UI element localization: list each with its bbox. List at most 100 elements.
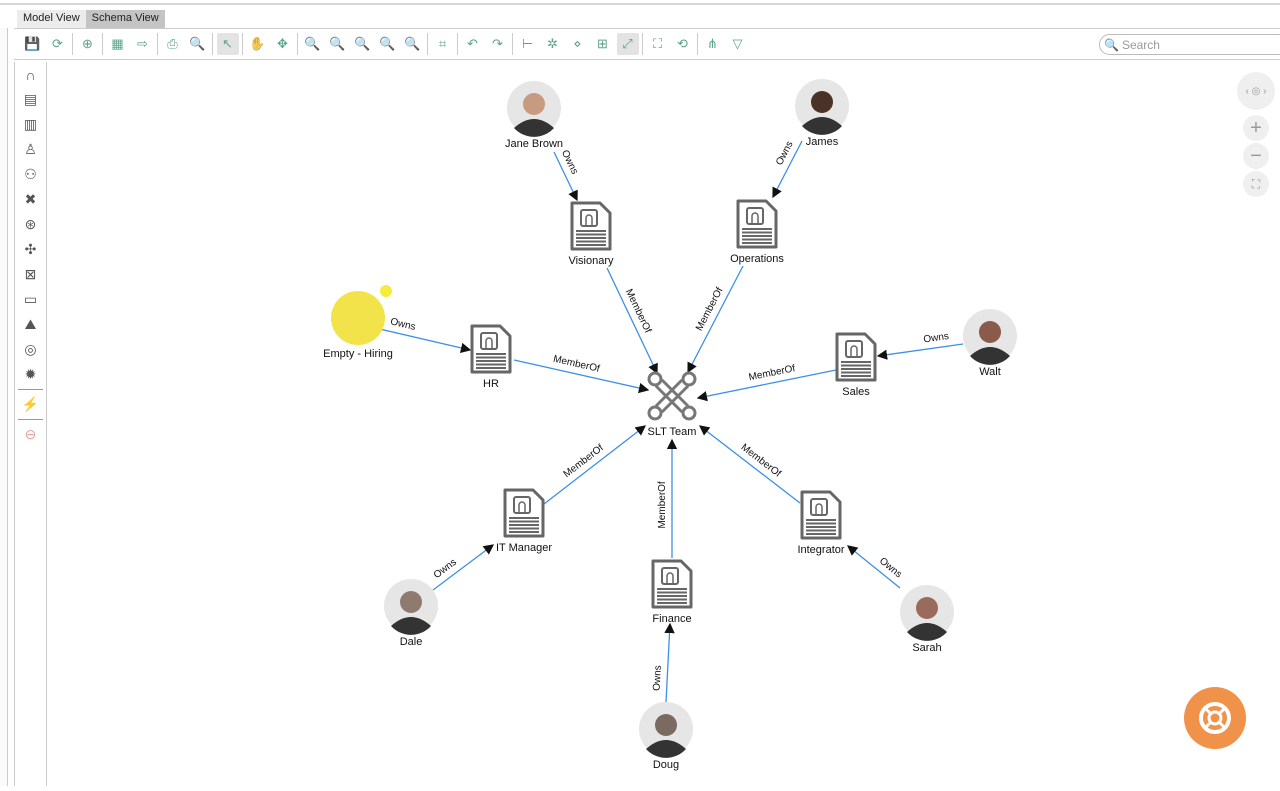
node-sales[interactable]: Sales: [835, 332, 877, 398]
toolbar-separator: [697, 33, 698, 55]
node-jane[interactable]: Jane Brown: [505, 81, 563, 150]
edge-line[interactable]: [370, 326, 472, 354]
node-dale[interactable]: Dale: [384, 579, 438, 648]
organic-layout-button[interactable]: ✲: [542, 33, 564, 55]
monitor-tool[interactable]: ▭: [15, 287, 46, 312]
select-area-button[interactable]: ⌗: [432, 33, 454, 55]
node-it[interactable]: IT Manager: [496, 488, 552, 554]
document-tool[interactable]: ▤: [15, 87, 46, 112]
report-tool[interactable]: ▥: [15, 112, 46, 137]
zoom-fit-button[interactable]: 🔍: [402, 33, 424, 55]
gear-tool[interactable]: ✹: [15, 362, 46, 387]
node-james[interactable]: James: [795, 79, 849, 148]
pointer-button[interactable]: ↖: [216, 33, 239, 55]
edge-label: Owns: [652, 665, 664, 691]
edge-line[interactable]: [513, 359, 650, 394]
role-document-icon: [570, 201, 612, 251]
grid-layout-button[interactable]: ⊞: [592, 33, 614, 55]
export-layout-button[interactable]: ⇨: [132, 33, 154, 55]
edge-memberof[interactable]: MemberOf: [696, 363, 837, 402]
redo-button[interactable]: ↷: [487, 33, 509, 55]
hierarchy-layout-button[interactable]: ⋄: [567, 33, 589, 55]
edge-memberof[interactable]: MemberOf: [513, 354, 650, 394]
edge-owns[interactable]: Owns: [652, 622, 675, 703]
node-integrator[interactable]: Integrator: [797, 490, 845, 556]
target-tool[interactable]: ◎: [15, 337, 46, 362]
magic-wand-tool[interactable]: ⚡: [15, 392, 46, 417]
edge-owns[interactable]: Owns: [876, 331, 964, 360]
pan-hand-button[interactable]: ✋: [247, 33, 269, 55]
print-button[interactable]: ⎙: [162, 33, 184, 55]
edge-line[interactable]: [432, 544, 495, 591]
edge-owns[interactable]: Owns: [432, 544, 495, 591]
role-document-icon: [470, 324, 512, 374]
edge-line[interactable]: [846, 545, 901, 589]
edge-line[interactable]: [876, 343, 964, 360]
node-walt[interactable]: Walt: [963, 309, 1017, 378]
edge-owns[interactable]: Owns: [553, 148, 580, 202]
edge-memberof[interactable]: MemberOf: [543, 425, 647, 505]
node-slt[interactable]: SLT Team: [647, 371, 697, 438]
zoom-fit-height-button[interactable]: 🔍: [327, 33, 349, 55]
help-button[interactable]: [1184, 687, 1246, 749]
node-hr[interactable]: HR: [470, 324, 512, 390]
left-panel-edge[interactable]: [0, 28, 8, 786]
zoom-button[interactable]: 🔍: [302, 33, 324, 55]
search-input[interactable]: 🔍Search: [1099, 34, 1280, 55]
save-button[interactable]: 💾: [22, 33, 44, 55]
group-icon: ⚇: [24, 166, 37, 182]
wheel-tool[interactable]: ⊛: [15, 212, 46, 237]
zoom-in-button[interactable]: +: [1243, 115, 1269, 141]
arch-tool[interactable]: ∩: [15, 62, 46, 87]
network-box-tool[interactable]: ⊠: [15, 262, 46, 287]
node-doug[interactable]: Doug: [639, 702, 693, 771]
tab-model-view[interactable]: Model View: [17, 10, 86, 28]
edge-memberof[interactable]: MemberOf: [687, 265, 744, 374]
save-layout-button[interactable]: ▦: [107, 33, 129, 55]
edge-line[interactable]: [553, 151, 578, 202]
tree-layout-button[interactable]: ⊢: [517, 33, 539, 55]
diagonal-layout-button[interactable]: ⤢: [616, 33, 639, 55]
tab-schema-view[interactable]: Schema View: [85, 10, 165, 28]
hub-tool[interactable]: ✣: [15, 237, 46, 262]
edge-owns[interactable]: Owns: [772, 140, 803, 199]
network-button[interactable]: ⋔: [702, 33, 724, 55]
edge-memberof[interactable]: MemberOf: [657, 438, 678, 558]
edge-line[interactable]: [772, 140, 803, 199]
edge-owns[interactable]: Owns: [370, 316, 472, 354]
edge-owns[interactable]: Owns: [846, 545, 904, 589]
edge-memberof[interactable]: MemberOf: [698, 425, 801, 504]
zoom-in-button[interactable]: 🔍: [352, 33, 374, 55]
person-pin-tool[interactable]: ♙: [15, 137, 46, 162]
node-operations[interactable]: Operations: [730, 199, 784, 265]
node-finance[interactable]: Finance: [651, 559, 693, 625]
team-tool[interactable]: ✖: [15, 187, 46, 212]
edge-line[interactable]: [543, 425, 647, 505]
expand-button[interactable]: ⛶: [647, 33, 669, 55]
node-empty[interactable]: Empty - Hiring: [323, 285, 393, 360]
undo-button[interactable]: ↶: [462, 33, 484, 55]
filter-button[interactable]: ▽: [727, 33, 749, 55]
group-tool[interactable]: ⚇: [15, 162, 46, 187]
edge-memberof[interactable]: MemberOf: [606, 267, 658, 375]
node-sarah[interactable]: Sarah: [900, 585, 954, 654]
edge-line[interactable]: [687, 265, 744, 374]
edge-line[interactable]: [664, 622, 675, 703]
pan-control[interactable]: ‹ ◎ ›: [1237, 72, 1275, 110]
move-button[interactable]: ✥: [272, 33, 294, 55]
edge-line[interactable]: [696, 369, 837, 402]
edge-line[interactable]: [606, 267, 658, 375]
add-db-button[interactable]: ⊕: [77, 33, 99, 55]
zoom-out-button[interactable]: −: [1243, 143, 1269, 169]
zoom-out-button[interactable]: 🔍: [377, 33, 399, 55]
edge-line[interactable]: [698, 425, 801, 504]
refresh-db-button[interactable]: ⟳: [47, 33, 69, 55]
remove-tool[interactable]: ⊖: [15, 422, 46, 447]
node-visionary[interactable]: Visionary: [568, 201, 614, 267]
mountain-tool[interactable]: ⛰: [15, 312, 46, 337]
rotate-button[interactable]: ⟲: [672, 33, 694, 55]
print-preview-button[interactable]: 🔍: [187, 33, 209, 55]
fit-screen-button[interactable]: ⛶: [1243, 171, 1269, 197]
